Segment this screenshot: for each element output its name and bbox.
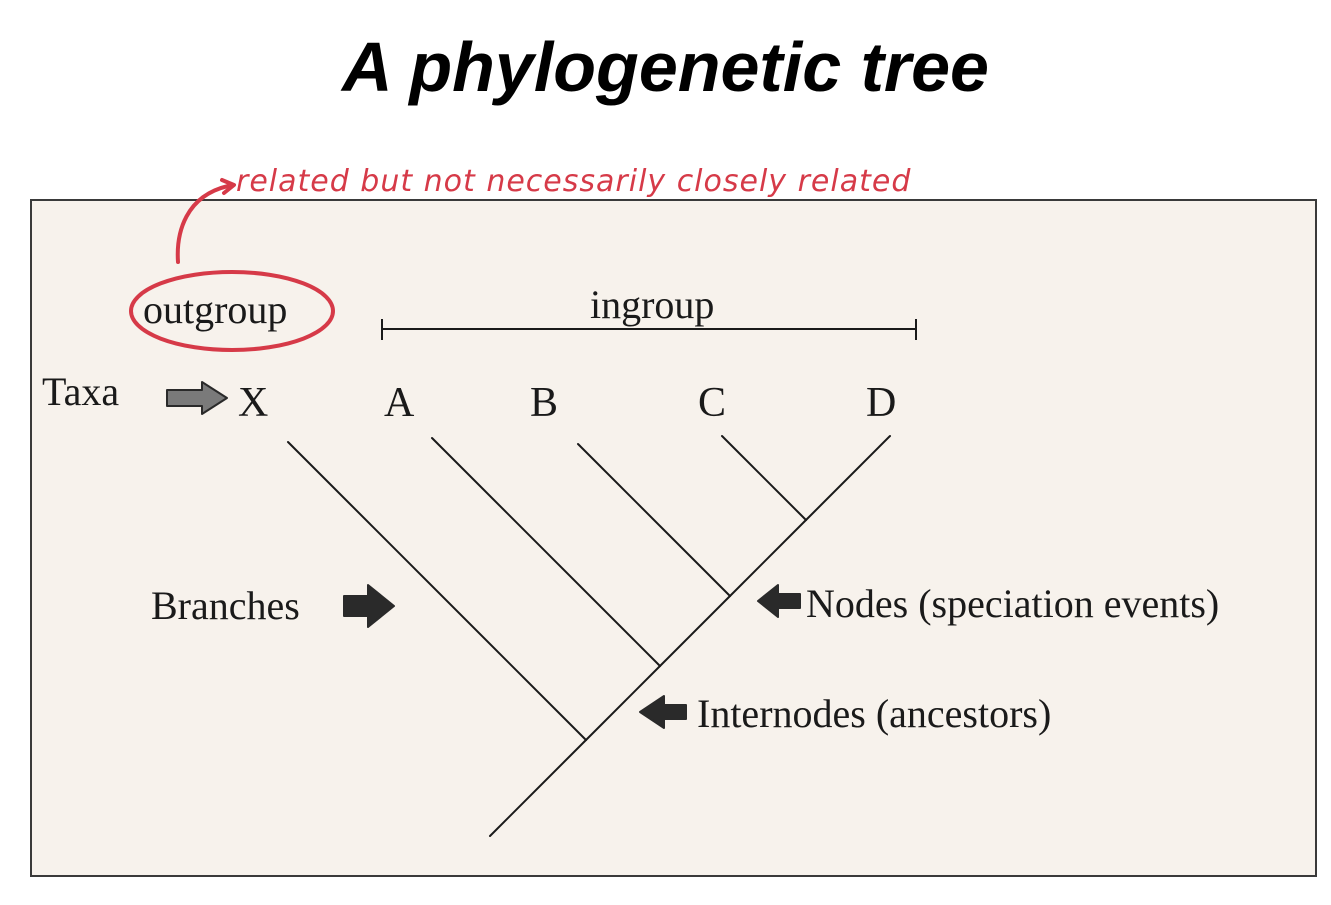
taxon-d: D <box>866 380 897 426</box>
branch-b <box>577 443 731 597</box>
nodes-label: Nodes (speciation events) <box>806 581 1220 626</box>
branch-a <box>431 437 661 667</box>
branches-label: Branches <box>151 583 300 628</box>
internodes-label: Internodes (ancestors) <box>697 691 1052 736</box>
taxa-arrow-icon <box>166 381 228 415</box>
branch-x <box>287 441 587 741</box>
branch-c <box>721 435 807 521</box>
branch-d <box>805 435 891 521</box>
handwritten-annotation: related but not necessarily closely rela… <box>236 164 912 199</box>
taxon-b: B <box>530 380 559 426</box>
annotation-arrowhead-icon <box>220 178 236 195</box>
branches-arrow-icon <box>343 584 395 628</box>
slide-title: A phylogenetic tree <box>342 28 989 106</box>
taxa-label: Taxa <box>42 369 120 414</box>
branch-internode-2 <box>659 595 731 667</box>
taxon-c: C <box>698 380 727 426</box>
internodes-arrow-icon <box>639 695 687 729</box>
outgroup-label: outgroup <box>143 287 288 332</box>
annotation-arrow <box>175 184 230 264</box>
taxon-x: X <box>238 380 269 426</box>
nodes-arrow-icon <box>757 584 801 618</box>
branch-root <box>489 739 587 837</box>
ingroup-label: ingroup <box>590 282 715 327</box>
taxon-a: A <box>384 380 415 426</box>
diagram-panel <box>30 199 1317 877</box>
branch-internode-1 <box>585 665 661 741</box>
outgroup-circle <box>129 270 335 352</box>
ingroup-bracket <box>381 319 917 340</box>
branch-internode-3 <box>729 519 807 597</box>
